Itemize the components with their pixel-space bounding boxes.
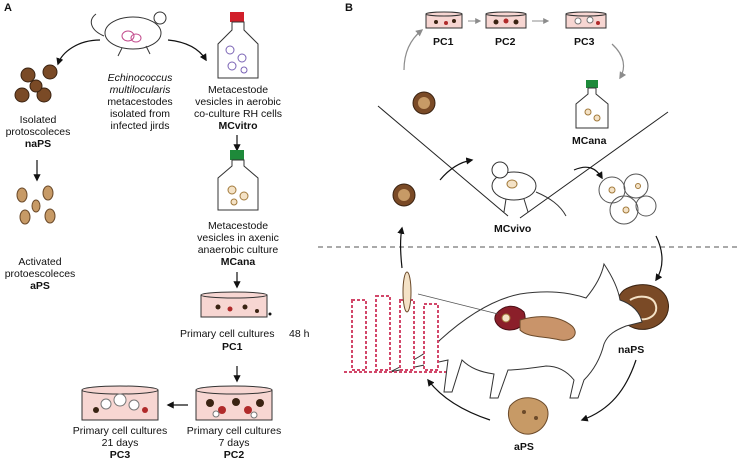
b-intestinal-villi-icon [344, 271, 446, 373]
b-arrow-cysts-to-naps [655, 235, 663, 282]
panel-a-letter: A [4, 2, 12, 14]
b-pc3-label: PC3 [574, 36, 595, 48]
b-arrow-to-pc1 [403, 29, 424, 71]
b-arrow-mcvivo-to-cysts [573, 166, 603, 180]
pc1-time: 48 h [289, 328, 310, 340]
pc1-label: Primary cell cultures [180, 328, 275, 340]
b-fox-host-icon [389, 262, 643, 399]
mcvitro-line1: Metacestode [207, 84, 269, 96]
naps-protoscoleces-icon [14, 64, 58, 103]
mcana-line3: anaerobic culture [197, 244, 279, 256]
species-desc-line3: metacestodes [107, 96, 173, 108]
naps-description: Isolated protoscoleces naPS [0, 114, 76, 150]
aps-description: Activated protoescoleces aPS [0, 256, 80, 292]
b-mcvivo-label: MCvivo [494, 223, 532, 235]
b-jird-icon [491, 161, 567, 217]
species-name-line2: multilocularis [109, 84, 171, 96]
species-description: Echinococcus multilocularis metacestodes… [96, 72, 184, 132]
species-desc-line5: infected jirds [110, 120, 170, 132]
b-mcana-label: MCana [572, 135, 607, 147]
b-mcana-flask-icon [575, 80, 609, 129]
naps-line1: Isolated [19, 114, 57, 126]
b-pc2-dish-icon [485, 11, 527, 29]
mcvitro-code: MCvitro [218, 120, 258, 132]
b-arrow-aps-to-villi [427, 378, 491, 421]
panel-b-letter: B [345, 2, 353, 14]
b-cross-line-right [519, 111, 669, 219]
b-arrow-naps-to-aps [580, 359, 637, 422]
pc3-dish-icon [81, 385, 159, 421]
b-cross-line-left [377, 105, 509, 217]
mcvitro-flask-icon [217, 12, 259, 79]
pc3-line1: Primary cell cultures [72, 425, 168, 437]
mcana-line2: vesicles in axenic [197, 232, 279, 244]
species-desc-line4: isolated from [109, 108, 171, 120]
mcana-description: Metacestode vesicles in axenic anaerobic… [186, 220, 290, 268]
pc3-code: PC3 [109, 449, 131, 461]
b-pc2-label: PC2 [495, 36, 516, 48]
pc2-line2: 7 days [218, 437, 250, 449]
species-name-line1: Echinococcus [107, 72, 173, 84]
b-arrow-villi-to-upper [397, 226, 405, 269]
aps-code: aPS [30, 280, 50, 292]
mcvitro-line2: vesicles in aerobic [195, 96, 281, 108]
naps-line2: protoscoleces [5, 126, 71, 138]
pc2-description: Primary cell cultures 7 days PC2 [176, 425, 292, 461]
jird-icon [90, 11, 167, 57]
pc3-line2: 21 days [101, 437, 139, 449]
b-pointer-line [417, 293, 499, 315]
arrow-jird-to-mcvitro [167, 39, 207, 62]
b-protoscolex-lower-icon [392, 183, 416, 207]
b-cyst-vesicles-icon [598, 173, 657, 225]
b-aps-label: aPS [514, 441, 534, 453]
mcana-flask-icon [217, 150, 259, 211]
mcana-line1: Metacestode [207, 220, 269, 232]
b-pc3-dish-icon [565, 11, 607, 29]
mcvitro-line3: co-culture RH cells [193, 108, 283, 120]
aps-protoscoleces-icon [16, 185, 56, 225]
pc3-description: Primary cell cultures 21 days PC3 [62, 425, 178, 461]
pc2-code: PC2 [223, 449, 245, 461]
aps-line2: protoescoleces [4, 268, 76, 280]
mcana-code: MCana [220, 256, 256, 268]
pc2-dish-icon [195, 385, 273, 421]
arrow-jird-to-naps [56, 39, 101, 66]
b-arrow-pc3-to-mcana [611, 43, 627, 80]
naps-code: naPS [24, 138, 52, 150]
b-arrow-to-mcvivo [439, 157, 474, 181]
pc2-line1: Primary cell cultures [186, 425, 282, 437]
pc1-code: PC1 [222, 341, 243, 353]
b-pc1-dish-icon [425, 11, 463, 29]
b-protoscolex-upper-icon [412, 91, 436, 115]
aps-line1: Activated [18, 256, 62, 268]
b-aps-protoscolex-icon [508, 397, 549, 435]
pc1-dish-icon [200, 291, 272, 318]
mcvitro-description: Metacestode vesicles in aerobic co-cultu… [186, 84, 290, 132]
b-naps-label: naPS [618, 344, 645, 356]
b-pc1-label: PC1 [433, 36, 454, 48]
